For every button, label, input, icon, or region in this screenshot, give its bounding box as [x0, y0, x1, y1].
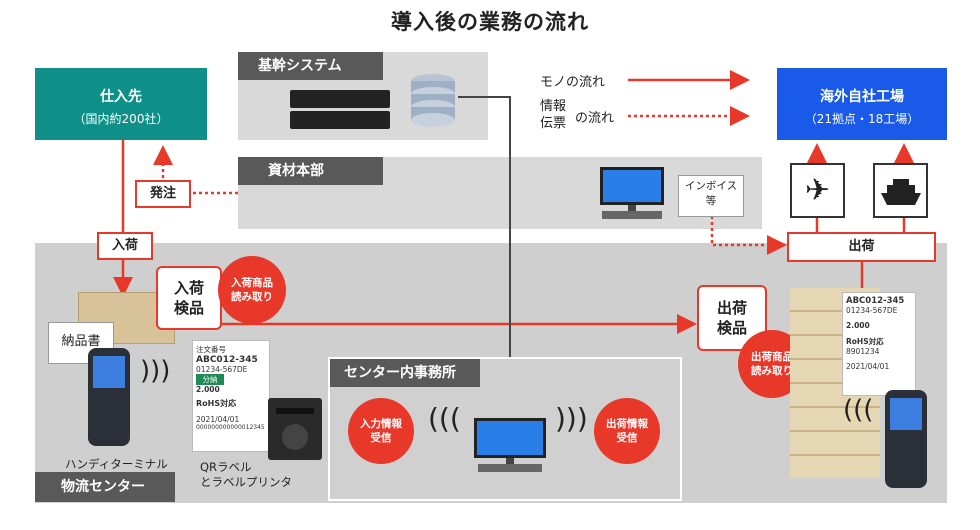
- card-sub: 01234-567DE: [196, 365, 248, 374]
- card-r-date: 2021/04/01: [846, 362, 890, 371]
- legend-info-a: 情報: [540, 99, 567, 114]
- wireless-icon-office-right: ))): [555, 402, 588, 435]
- card-rohs: RoHS対応: [196, 399, 237, 408]
- legend-info-text: 情報 伝票: [540, 98, 566, 132]
- materials-dept-label: 資材本部: [238, 157, 383, 185]
- supplier-sub: （国内約200社）: [73, 112, 169, 126]
- scan-in-text: 入荷商品 読み取り: [231, 276, 273, 303]
- card-code: ABC012-345: [196, 355, 258, 365]
- wireless-icon-office-left: (((: [428, 402, 461, 435]
- handy-terminal-right: [885, 390, 927, 488]
- output-info-text: 出荷情報 受信: [606, 417, 648, 444]
- output-info-circle: 出荷情報 受信: [594, 398, 660, 464]
- order-label: 発注: [135, 180, 191, 208]
- shipping-label: 出荷: [787, 232, 936, 262]
- legend-goods-text: モノの流れ: [540, 75, 606, 90]
- card-head: 注文番号: [196, 345, 226, 354]
- label-card-right: ABC012-345 01234-567DE 2.000 RoHS対応 8901…: [842, 292, 916, 396]
- wireless-icon-left: ))): [140, 356, 171, 386]
- office-monitor-icon: [474, 418, 546, 472]
- qr-printer-label: QRラベル とラベルプリンタ: [200, 460, 292, 489]
- label-printer: [268, 398, 322, 460]
- card-r-qty: 2.000: [846, 321, 870, 330]
- airplane-icon: ✈: [790, 163, 845, 218]
- input-info-text: 入力情報 受信: [360, 417, 402, 444]
- card-r-num: 8901234: [846, 347, 880, 356]
- delivery-note: 納品書: [48, 322, 114, 364]
- card-date: 2021/04/01: [196, 415, 240, 424]
- core-system-label: 基幹システム: [238, 52, 383, 80]
- inspection-in-box: 入荷 検品: [156, 266, 222, 330]
- supplier-box: 仕入先 （国内約200社）: [35, 68, 207, 140]
- overseas-sub: （21拠点・18工場）: [804, 112, 920, 126]
- handy-terminal-left: [88, 348, 130, 446]
- label-card-left: 注文番号 ABC012-345 01234-567DE 分納 2.000 RoH…: [192, 340, 270, 452]
- wireless-icon-right: (((: [843, 395, 874, 425]
- legend-info-b: 伝票: [540, 116, 567, 131]
- database-icon: [411, 74, 455, 127]
- office-title: センター内事務所: [330, 359, 480, 387]
- scan-in-circle: 入荷商品 読み取り: [218, 256, 286, 324]
- card-r-code: ABC012-345: [846, 296, 905, 306]
- supplier-name: 仕入先: [100, 89, 142, 105]
- legend-info-c: の流れ: [575, 111, 615, 126]
- invoice-line: [710, 216, 787, 255]
- monitor-icon: [600, 167, 664, 219]
- card-r-sub: 01234-567DE: [846, 306, 898, 315]
- overseas-name: 海外自社工場: [820, 89, 904, 105]
- input-info-circle: 入力情報 受信: [348, 398, 414, 464]
- network-line: [458, 96, 511, 420]
- card-tag: 分納: [196, 374, 224, 385]
- handy-terminal-label: ハンディターミナル: [65, 457, 168, 471]
- invoice-document: インボイス 等: [678, 175, 744, 217]
- server-rack-icon: [290, 90, 390, 130]
- scan-out-text: 出荷商品 読み取り: [751, 350, 793, 377]
- ship-icon: [873, 163, 928, 218]
- card-qty: 2.000: [196, 385, 220, 394]
- card-barcode: 000000000000012345: [196, 424, 265, 431]
- overseas-factory-box: 海外自社工場 （21拠点・18工場）: [777, 68, 947, 140]
- receiving-label: 入荷: [97, 232, 153, 260]
- logistics-center-label: 物流センター: [35, 472, 175, 502]
- card-r-rohs: RoHS対応: [846, 337, 884, 346]
- page-title: 導入後の業務の流れ: [391, 10, 589, 34]
